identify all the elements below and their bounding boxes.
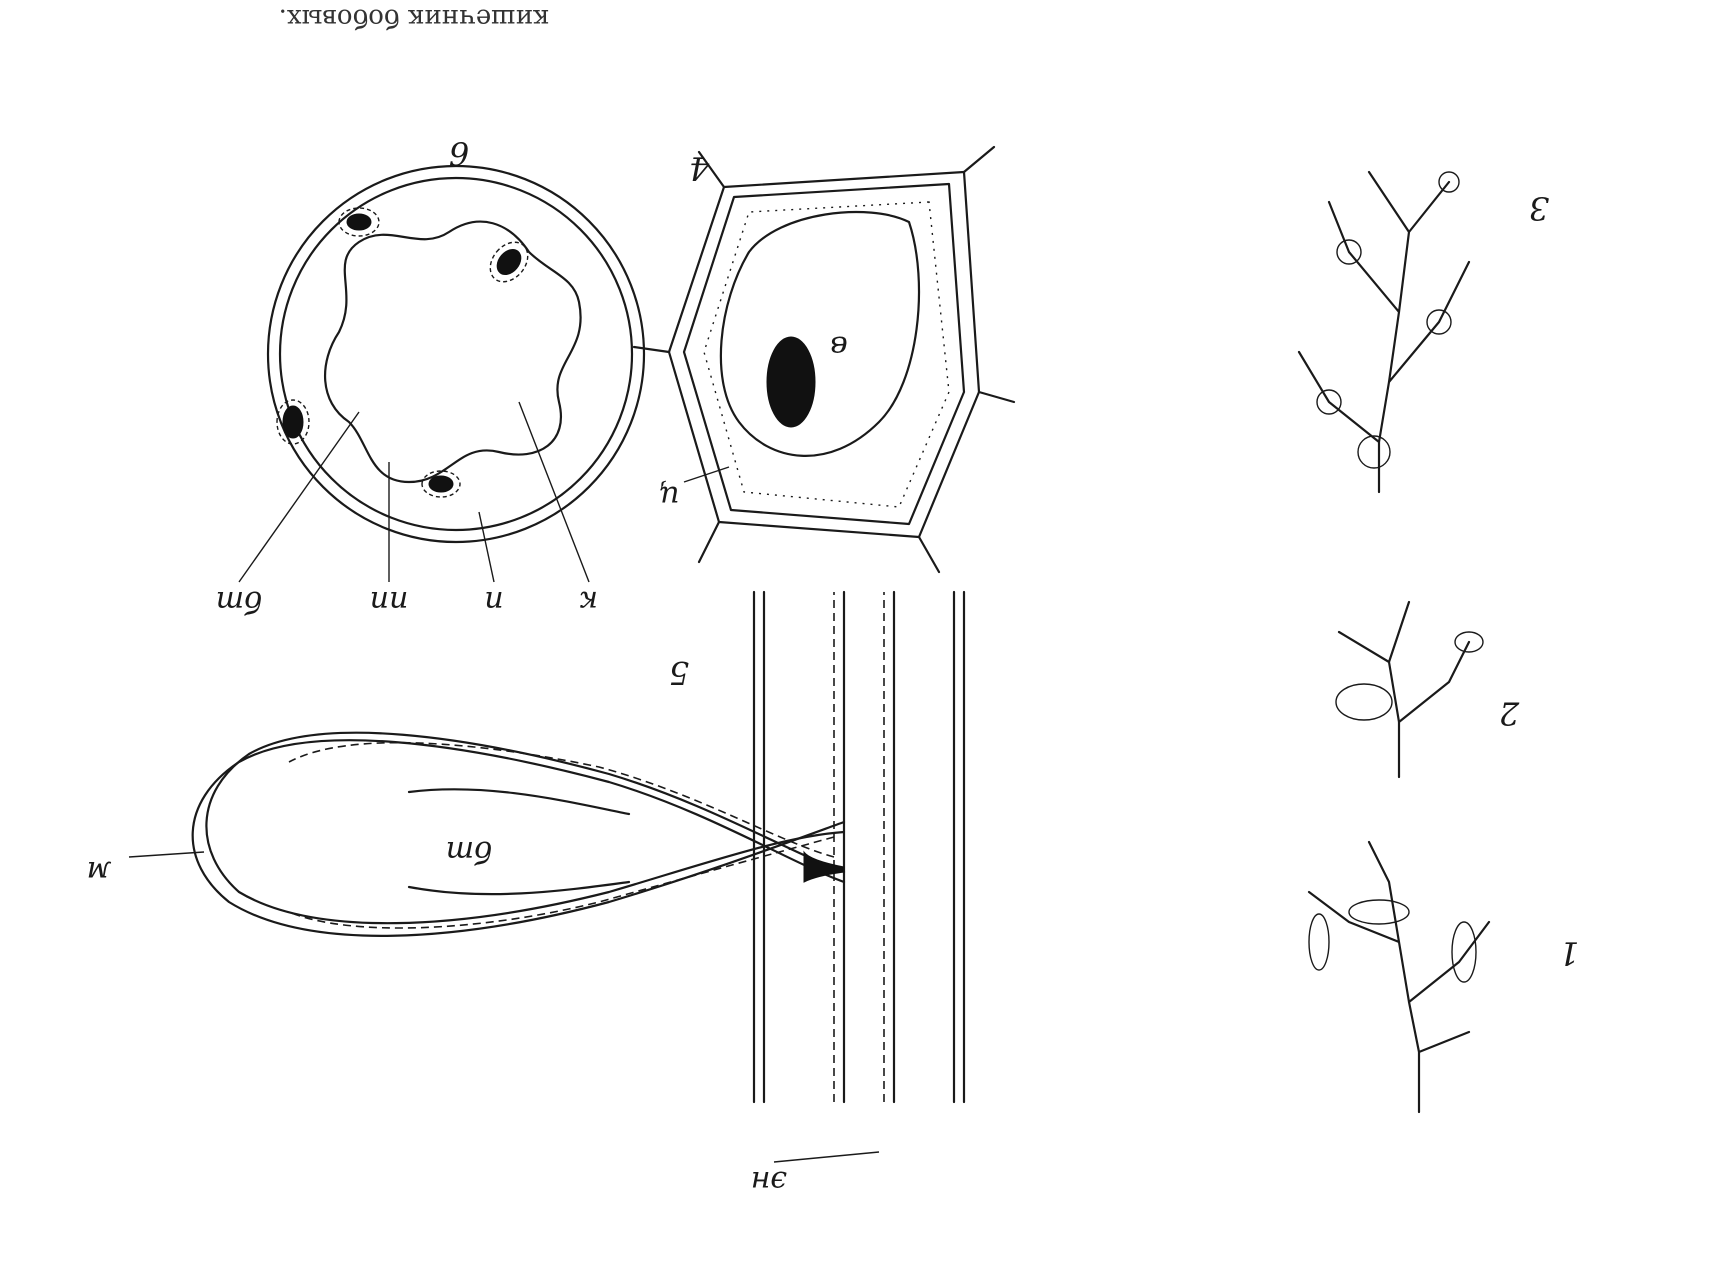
figure-3-branch: 3 <box>1297 170 1549 494</box>
figure-2-number: 2 <box>1499 694 1520 732</box>
figure-6-number: 6 <box>449 134 469 172</box>
figure-5-longitudinal: бт бт пп п к м эн 5 <box>87 401 966 1199</box>
label-en: эн <box>751 1164 788 1199</box>
label-bt: бт <box>216 584 263 619</box>
figure-1-branch: 1 <box>1307 840 1579 1114</box>
rotated-figure-group: кишечник бобовых. 6 <box>87 3 1580 1199</box>
figure-3-number: 3 <box>1529 189 1549 227</box>
label-m: м <box>87 854 112 889</box>
label-p: п <box>484 584 503 619</box>
figure-6-cross-section: 6 <box>266 134 646 544</box>
figure-4-number: 4 <box>689 149 710 187</box>
label-c: ц <box>659 479 680 514</box>
figure-1-number: 1 <box>1559 934 1579 972</box>
caption-fragment: кишечник бобовых. <box>279 3 549 33</box>
label-v: в <box>830 329 847 364</box>
figure-5-number: 5 <box>669 654 689 692</box>
figure-4-plant-cell: в ц 4 <box>632 145 1016 574</box>
label-bt-bulb: бт <box>446 834 493 869</box>
label-k: к <box>580 584 598 619</box>
figure-2-branch: 2 <box>1335 600 1520 779</box>
label-pp: пп <box>370 584 409 619</box>
